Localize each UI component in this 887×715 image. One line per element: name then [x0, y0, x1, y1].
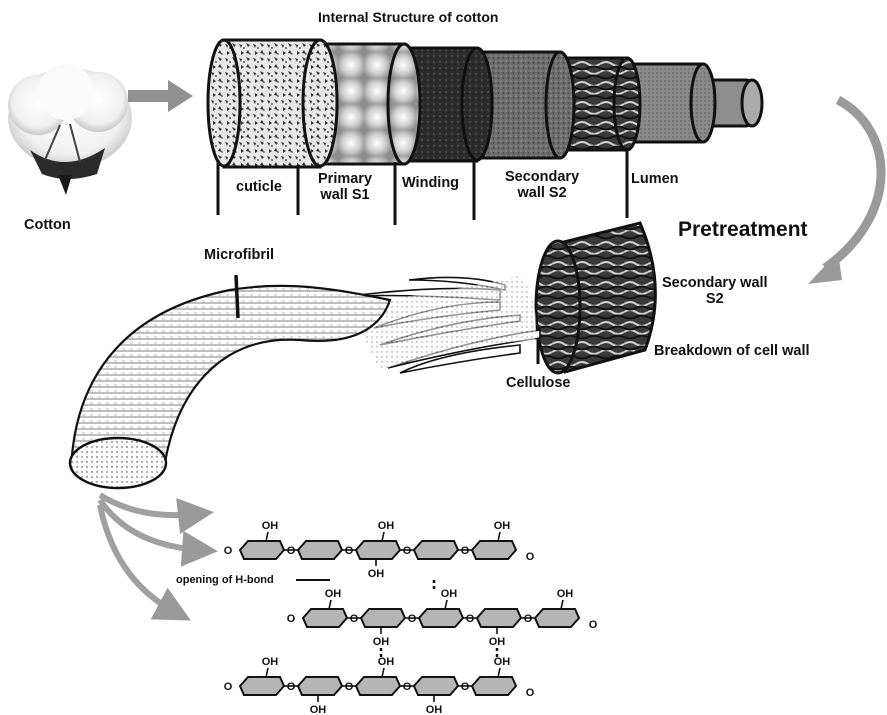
- oxygen-atom: O: [589, 619, 598, 631]
- glucose-ring: [298, 541, 342, 559]
- oxygen-atom: O: [287, 681, 296, 693]
- oxygen-atom: O: [524, 613, 533, 625]
- flow-arrow: [128, 80, 193, 112]
- hydroxyl-group: OH: [262, 520, 279, 532]
- cotton-layers-cylinder: [208, 40, 762, 167]
- glucose-ring: [240, 677, 284, 695]
- hydroxyl-group: OH: [426, 704, 443, 715]
- glycosidic-bond: [498, 532, 500, 541]
- oxygen-atom: O: [345, 545, 354, 557]
- glucose-ring: [477, 609, 521, 627]
- hydroxyl-group: OH: [310, 704, 327, 715]
- oxygen-atom: O: [403, 545, 412, 557]
- layer-label-lumen: Lumen: [631, 172, 679, 188]
- oxygen-atom: O: [350, 613, 359, 625]
- layer-label-primary-wall: Primary wall S1: [318, 172, 372, 204]
- glucose-ring: [419, 609, 463, 627]
- glucose-ring: [414, 541, 458, 559]
- oxygen-atom: O: [403, 681, 412, 693]
- oxygen-atom: O: [287, 545, 296, 557]
- pretreatment-arrow: [825, 100, 881, 268]
- oxygen-atom: O: [526, 551, 535, 563]
- glycosidic-bond: [266, 532, 268, 541]
- microfibril-bundle: [70, 275, 390, 488]
- oxygen-atom: O: [461, 681, 470, 693]
- glucose-ring: [472, 677, 516, 695]
- glycosidic-bond: [561, 600, 563, 609]
- hydroxyl-group: OH: [494, 520, 511, 532]
- cellulose-label: Cellulose: [506, 376, 570, 392]
- cotton-label: Cotton: [24, 218, 71, 234]
- layer-label-cuticle: cuticle: [236, 180, 282, 196]
- hbond-label: opening of H-bond: [176, 574, 274, 586]
- oxygen-atom: O: [461, 545, 470, 557]
- secondary-wall-segment: [536, 223, 655, 373]
- diagram-title: Internal Structure of cotton: [318, 10, 498, 25]
- glucose-ring: [535, 609, 579, 627]
- hydroxyl-group: OH: [373, 636, 390, 648]
- oxygen-atom: O: [408, 613, 417, 625]
- oxygen-atom: O: [224, 545, 233, 557]
- chain-arrows: [100, 495, 200, 612]
- glycosidic-bond: [329, 600, 331, 609]
- hydroxyl-group: OH: [378, 520, 395, 532]
- glycosidic-bond: [498, 668, 500, 677]
- hydroxyl-group: OH: [441, 588, 458, 600]
- secondary-wall-label: Secondary wall S2: [662, 276, 768, 308]
- hydroxyl-group: OH: [325, 588, 342, 600]
- glucose-ring: [356, 677, 400, 695]
- cellulose-chains: O O OH O O OH OH O OH O O O OH O OH O OH O OH OH O O O OH O OH O OH…: [224, 520, 598, 715]
- hydroxyl-group: OH: [489, 636, 506, 648]
- hydroxyl-group: OH: [494, 656, 511, 668]
- glucose-ring: [361, 609, 405, 627]
- breakdown-label: Breakdown of cell wall: [654, 344, 810, 360]
- oxygen-atom: O: [345, 681, 354, 693]
- glucose-ring: [303, 609, 347, 627]
- pretreatment-label: Pretreatment: [678, 218, 808, 241]
- oxygen-atom: O: [466, 613, 475, 625]
- glucose-ring: [414, 677, 458, 695]
- hydroxyl-group: OH: [368, 568, 385, 580]
- hydroxyl-group: OH: [262, 656, 279, 668]
- layer-label-secondary-wall: Secondary wall S2: [505, 170, 579, 202]
- hydroxyl-group: OH: [378, 656, 395, 668]
- hydroxyl-group: OH: [557, 588, 574, 600]
- layer-label-winding: Winding: [402, 176, 459, 192]
- glycosidic-bond: [445, 600, 447, 609]
- microfibril-label: Microfibril: [204, 248, 274, 264]
- pretreatment-arrowhead: [808, 252, 842, 284]
- glucose-ring: [298, 677, 342, 695]
- glycosidic-bond: [382, 532, 384, 541]
- oxygen-atom: O: [526, 687, 535, 699]
- glucose-ring: [240, 541, 284, 559]
- glycosidic-bond: [382, 668, 384, 677]
- cotton-boll-image: [8, 64, 132, 195]
- glucose-ring: [356, 541, 400, 559]
- glucose-ring: [472, 541, 516, 559]
- oxygen-atom: O: [287, 613, 296, 625]
- glycosidic-bond: [266, 668, 268, 677]
- oxygen-atom: O: [224, 681, 233, 693]
